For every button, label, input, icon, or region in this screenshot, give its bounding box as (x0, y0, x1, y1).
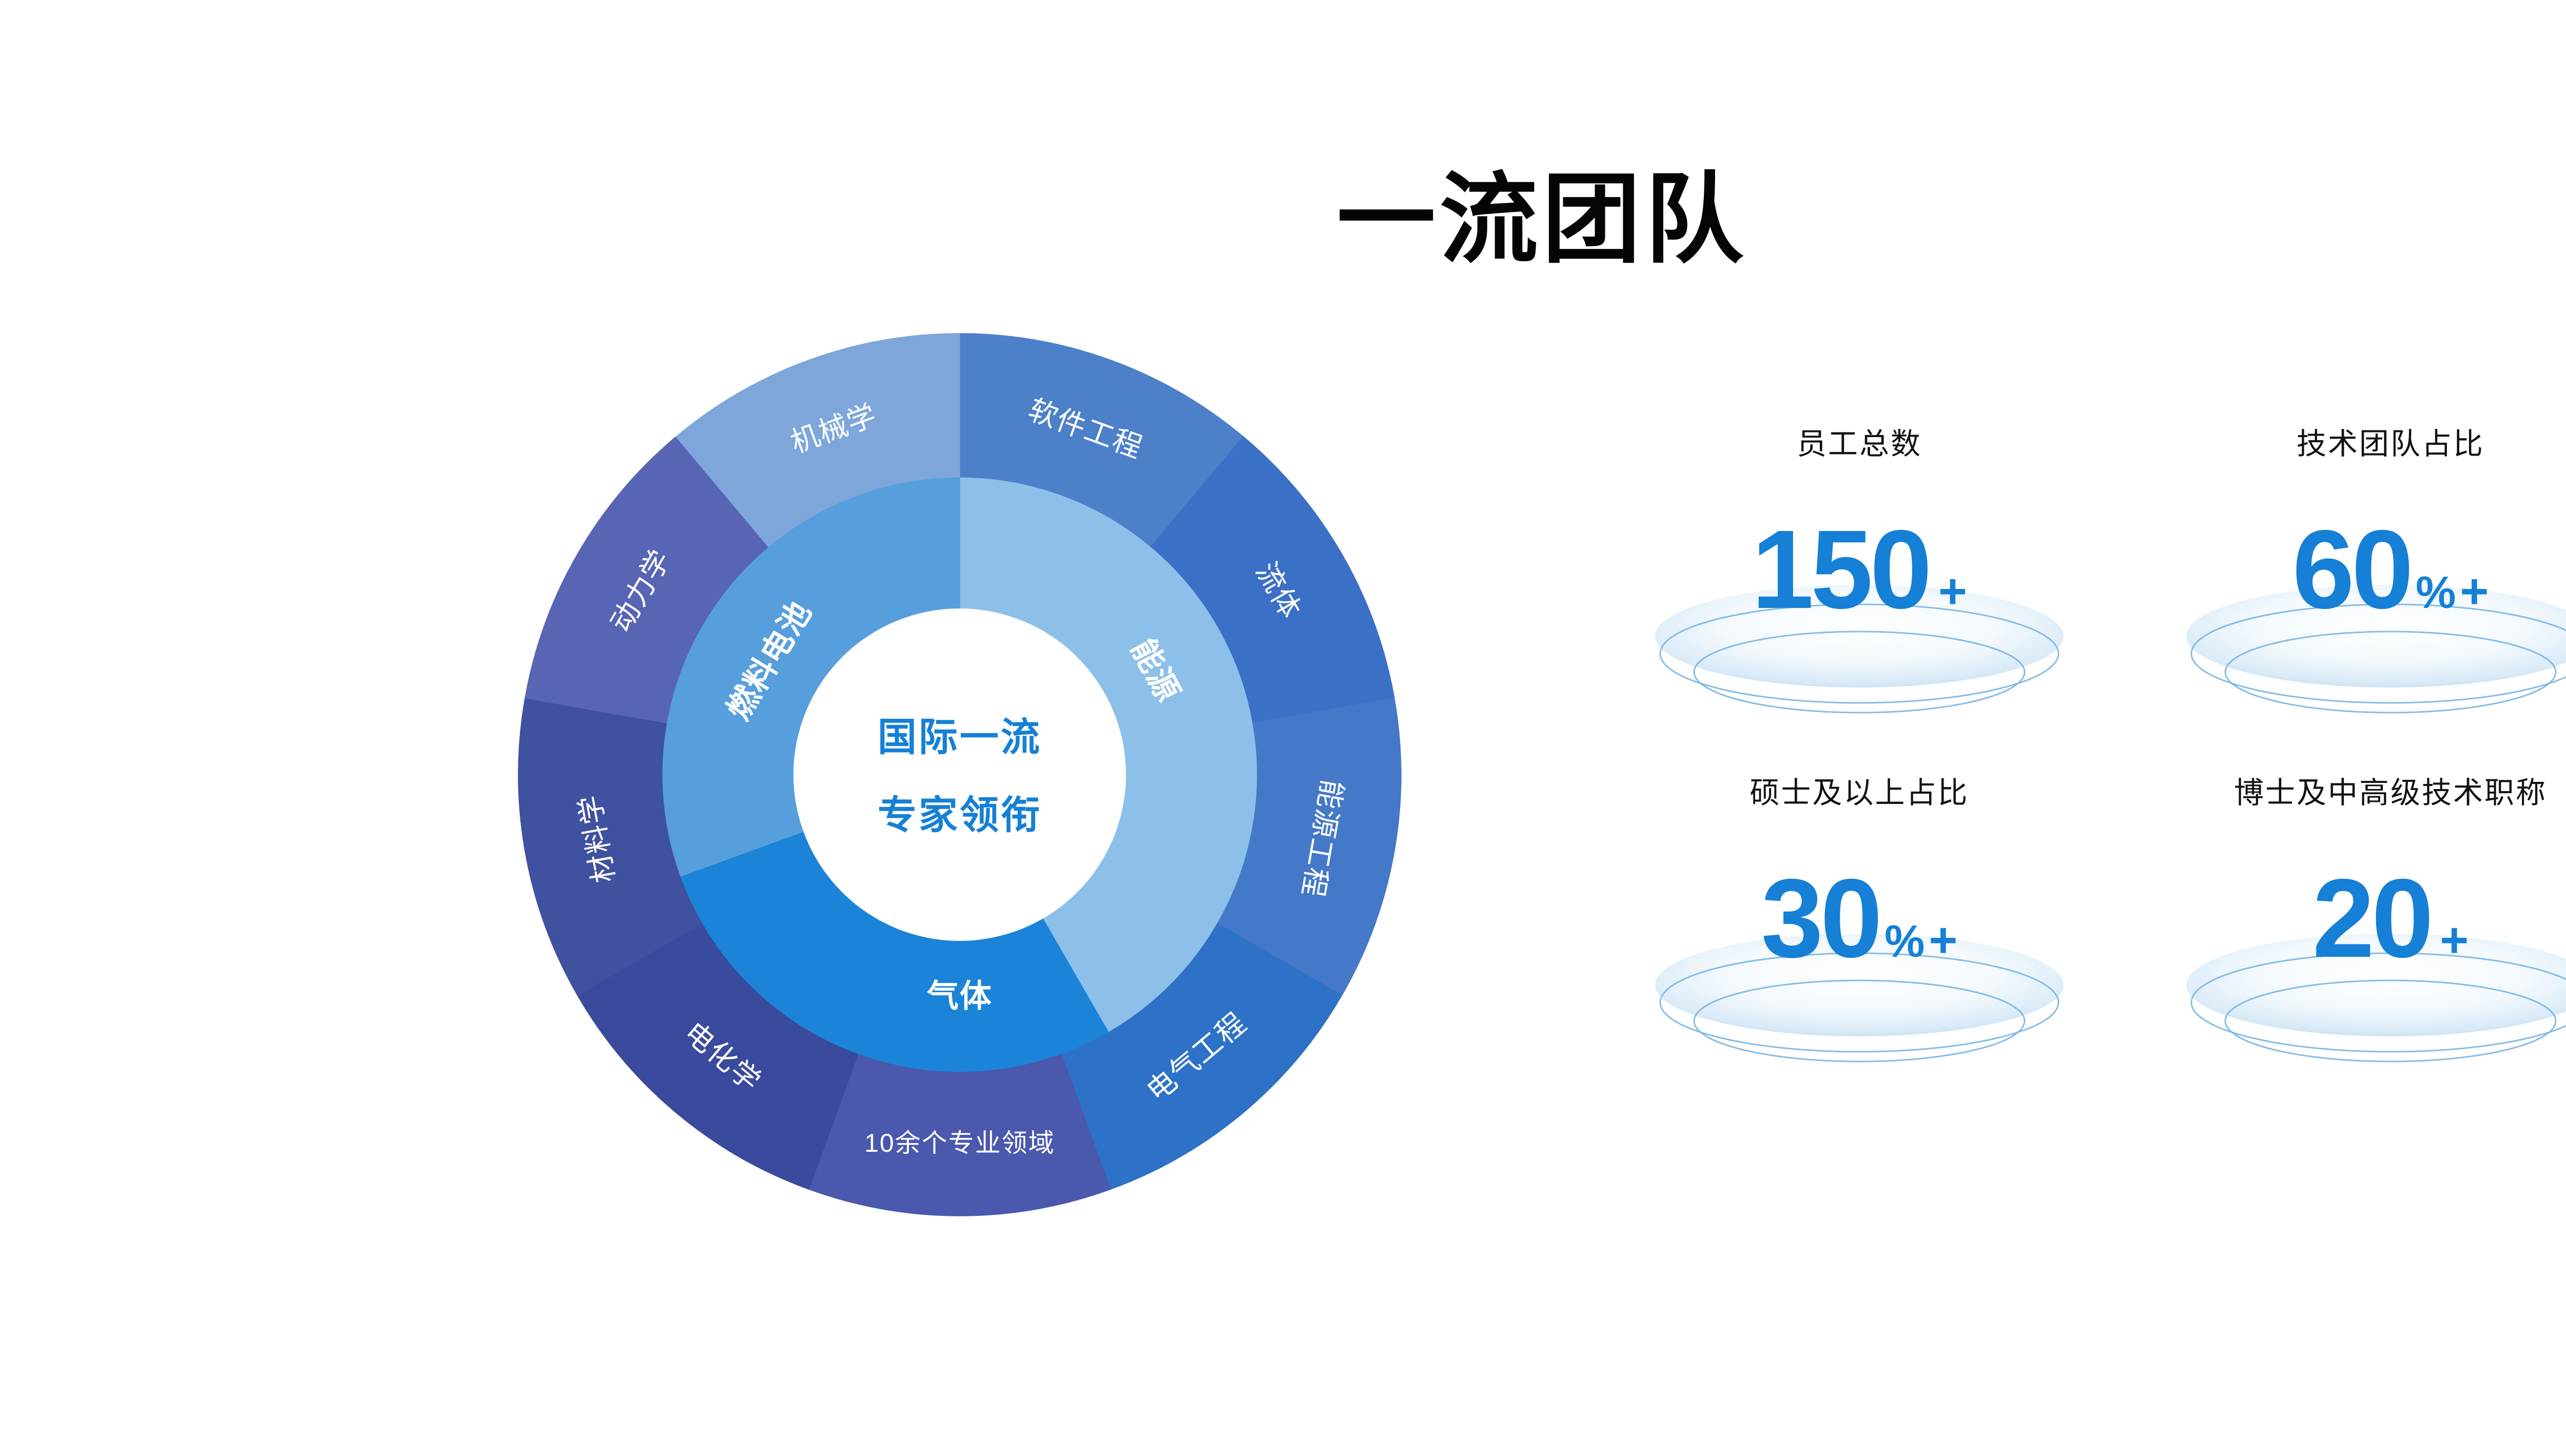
stat-figure: 30%+ (1603, 817, 2116, 1084)
stat-phd-senior: 博士及中高级技术职称 20+ (2134, 775, 2566, 1084)
stat-label: 员工总数 (1796, 427, 1922, 461)
stat-value: 150 (1752, 507, 1932, 632)
stat-label: 硕士及以上占比 (1749, 776, 1969, 810)
stat-tech-ratio: 技术团队占比 60%+ (2134, 426, 2566, 735)
page-title: 一流团队 (1337, 164, 1747, 274)
stat-number: 150+ (1603, 514, 2116, 626)
wheel-segment (675, 333, 960, 547)
stat-dish-graphic (2186, 585, 2566, 714)
stat-label: 技术团队占比 (2296, 427, 2484, 461)
stat-employees: 员工总数 150+ (1603, 426, 2116, 735)
stat-figure: 150+ (1603, 468, 2116, 735)
stat-number: 60%+ (2134, 514, 2566, 626)
stat-plus: + (2460, 564, 2489, 619)
stat-figure: 60%+ (2134, 468, 2566, 735)
stat-value: 20 (2312, 856, 2434, 981)
stat-unit: % (1884, 916, 1925, 967)
stat-dish-graphic (2186, 934, 2566, 1063)
stat-number: 30%+ (1603, 863, 2116, 975)
stat-masters-ratio: 硕士及以上占比 30%+ (1603, 775, 2116, 1084)
stat-dish-graphic (1655, 934, 2064, 1063)
stat-plus: + (1938, 564, 1967, 619)
stat-dish-graphic (1655, 585, 2064, 714)
wheel-center-text: 国际一流 专家领衔 (754, 699, 1165, 855)
wheel-segment-label: 10余个专业领域 (864, 1129, 1055, 1157)
wheel-segment-label: 气体 (927, 979, 993, 1014)
stat-plus: + (1929, 913, 1958, 968)
wheel-center-line2: 专家领衔 (878, 794, 1042, 837)
stat-value: 30 (1761, 856, 1882, 981)
stat-figure: 20+ (2134, 817, 2566, 1084)
team-wheel-svg: 软件工程流体能源工程电气工程10余个专业领域电化学材料学动力学机械学能源气体燃料… (518, 333, 1402, 1216)
wheel-center-line1: 国际一流 (878, 716, 1042, 759)
wheel-center-circle (793, 608, 1126, 941)
stat-plus: + (2440, 913, 2469, 968)
stat-value: 60 (2292, 507, 2414, 632)
stat-label: 博士及中高级技术职称 (2233, 776, 2547, 810)
stat-number: 20+ (2134, 863, 2566, 975)
stat-unit: % (2416, 567, 2456, 618)
